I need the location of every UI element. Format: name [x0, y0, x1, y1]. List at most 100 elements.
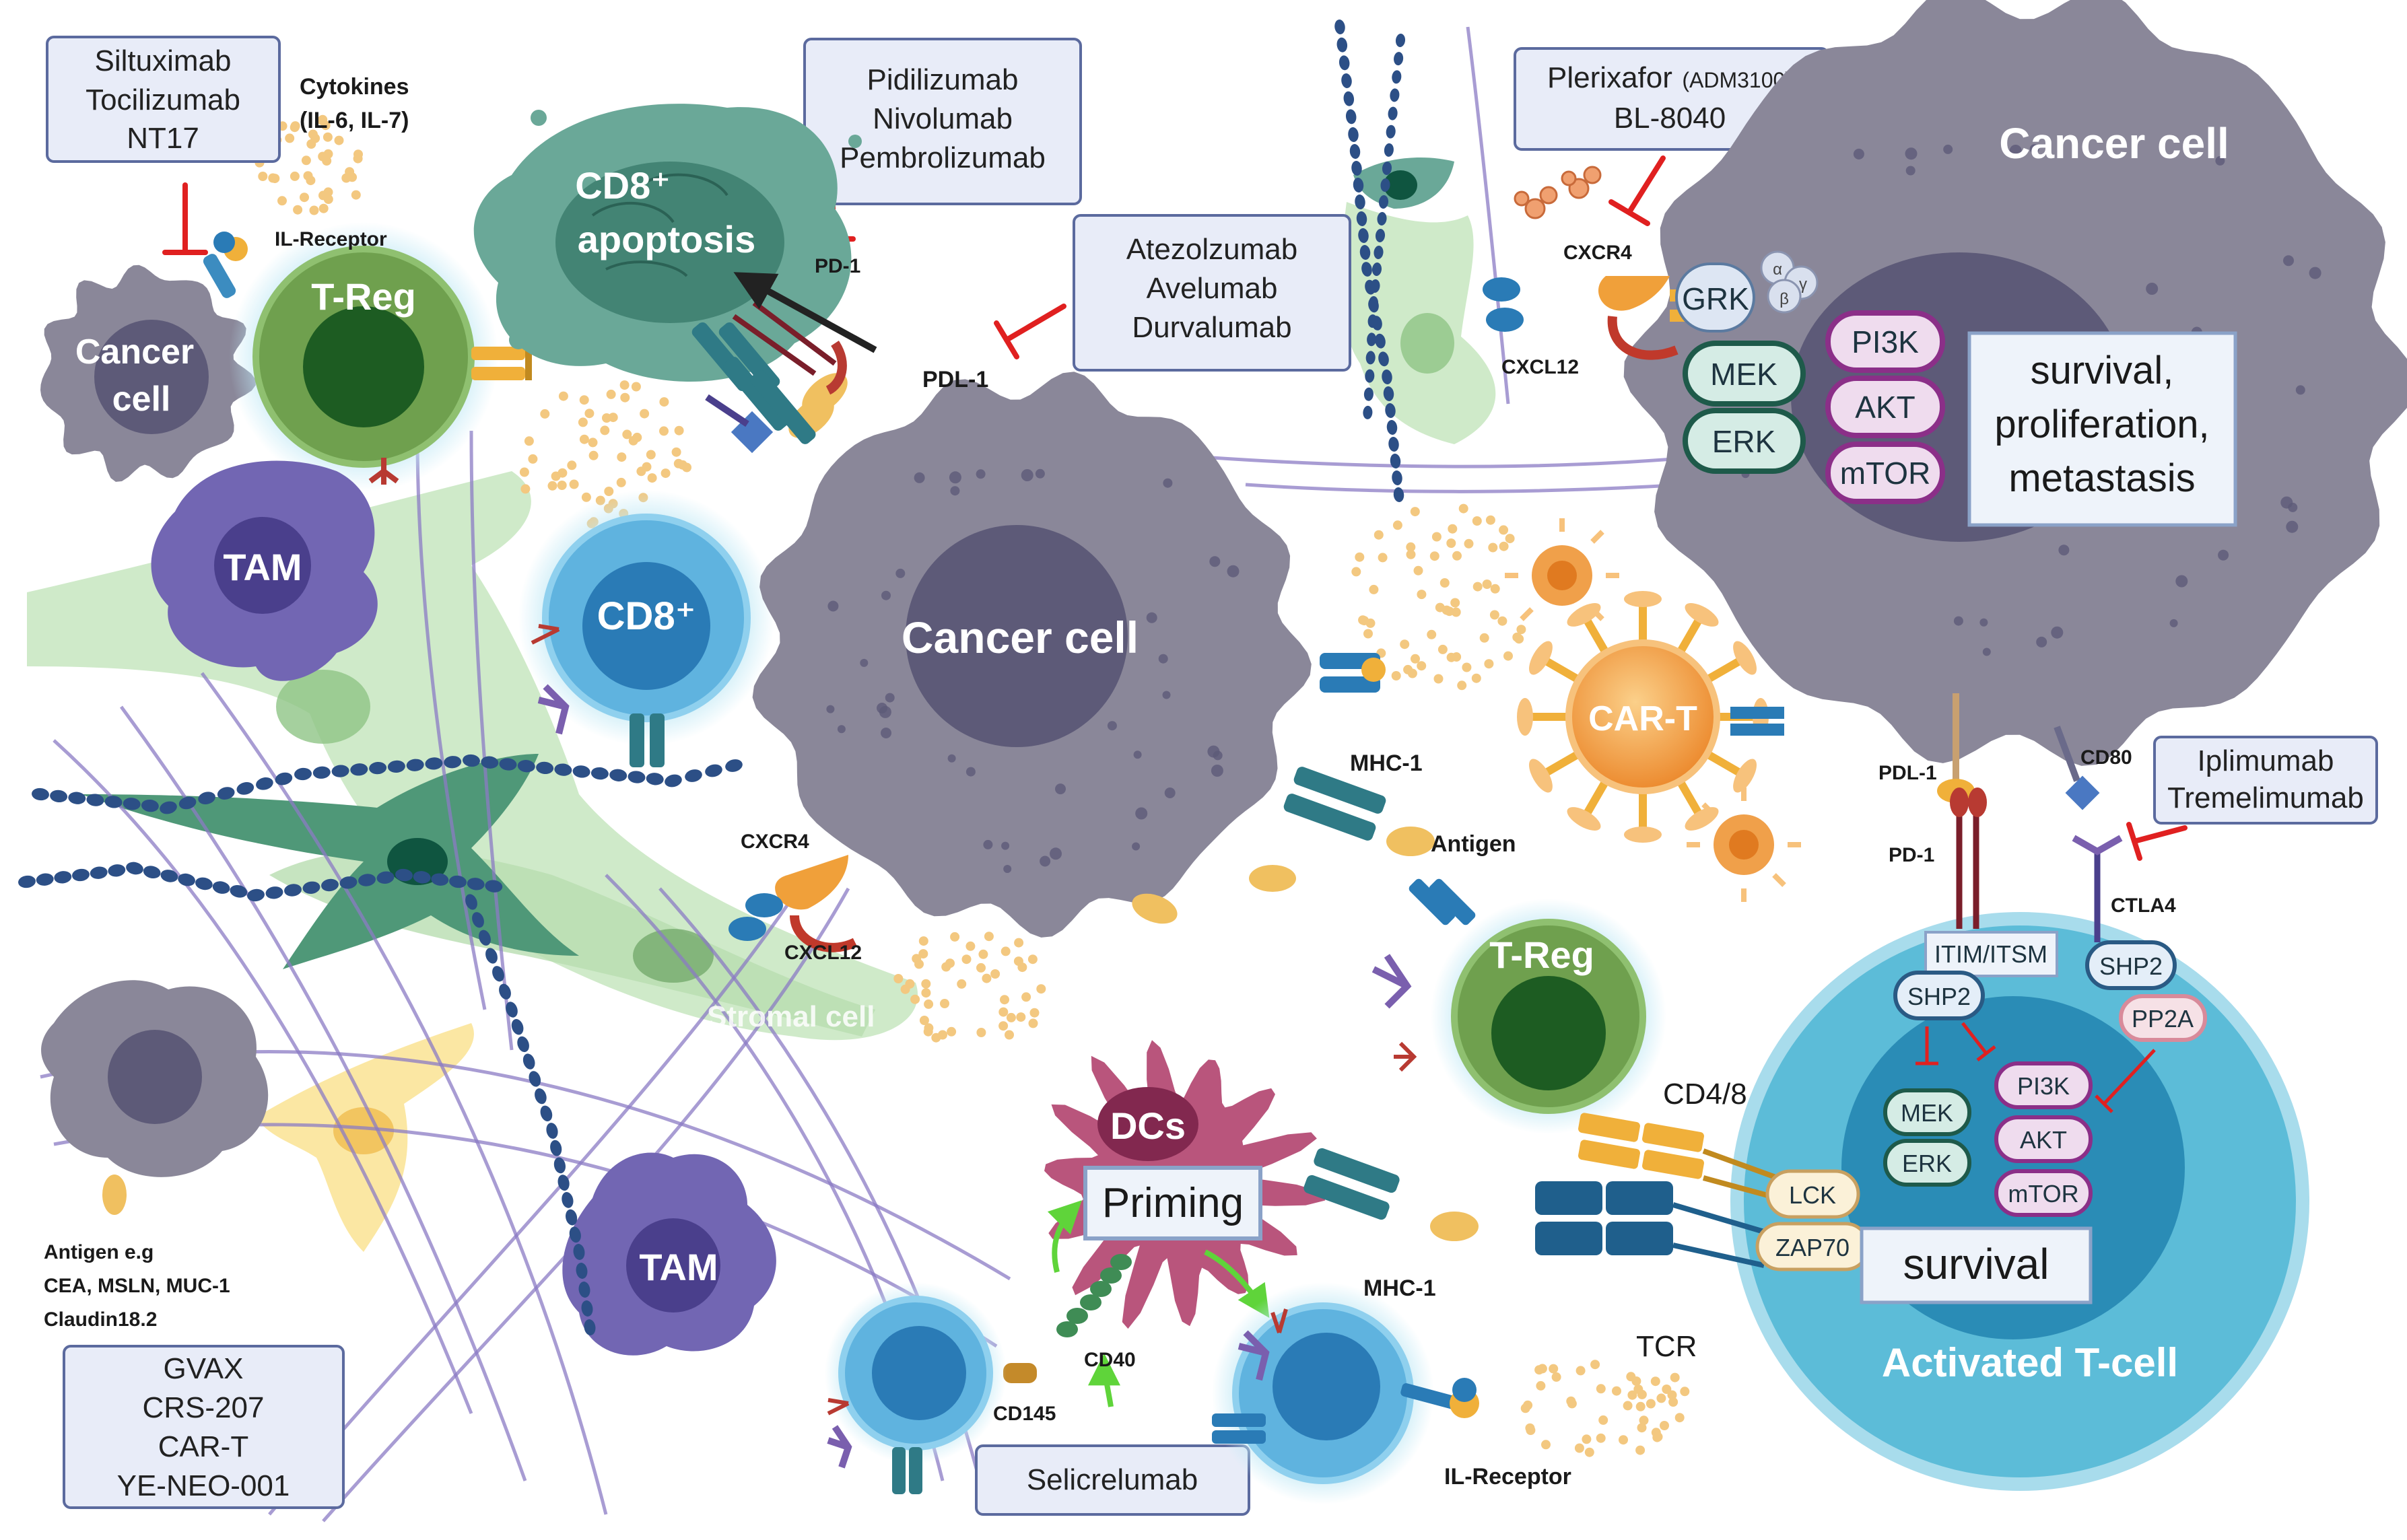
il-receptor-top-label: IL-Receptor — [275, 228, 387, 250]
drug-box-pdl1: Atezolzumab Avelumab Durvalumab — [1073, 214, 1351, 372]
tcr-label: TCR — [1636, 1330, 1697, 1363]
cancer-cell-small-label-2: cell — [112, 380, 171, 419]
erk-tcell-label: ERK — [1902, 1150, 1952, 1177]
outcome-survival-label: survival, — [2031, 349, 2174, 392]
drug-iplimumab: Iplimumab — [2198, 744, 2334, 777]
drug-siltuximab: Siltuximab — [95, 44, 232, 77]
t-reg-mid: T-Reg — [1371, 878, 1666, 1134]
drug-box-pd1: Pidilizumab Nivolumab Pembrolizumab — [803, 38, 1082, 205]
g-beta-label: β — [1779, 290, 1789, 308]
mtor-top-label: mTOR — [1840, 456, 1931, 491]
drug-box-il6: Siltuximab Tocilizumab NT17 — [46, 36, 281, 163]
cxcl12-mid-label: CXCL12 — [784, 942, 862, 964]
drug-pembrolizumab: Pembrolizumab — [840, 141, 1046, 174]
cancer-cell-center-label: Cancer cell — [902, 612, 1139, 662]
cancer-cell-center: Cancer cell — [705, 341, 1435, 952]
drug-box-vaccines: GVAX CRS-207 CAR-T YE-NEO-001 — [63, 1345, 345, 1509]
cd8-cell: CD8⁺ — [518, 490, 774, 767]
cd80-label: CD80 — [2080, 746, 2132, 769]
labels: Cytokines (IL-6, IL-7) IL-Receptor PD-1 … — [44, 74, 2176, 1490]
pd1-top-label: PD-1 — [815, 255, 860, 277]
akt-top-label: AKT — [1855, 390, 1915, 425]
drug-durvalumab: Durvalumab — [1132, 311, 1291, 344]
cancer-cell-topright-label: Cancer cell — [1999, 119, 2229, 168]
pi3k-tcell-label: PI3K — [2017, 1072, 2070, 1100]
zap70-label: ZAP70 — [1775, 1234, 1850, 1261]
bead-chain-strands — [18, 20, 1406, 1335]
cd8-apoptosis-label-1: CD8⁺ — [575, 164, 671, 207]
drug-crs-207: CRS-207 — [143, 1391, 265, 1424]
drug-atezolzumab: Atezolzumab — [1126, 233, 1297, 266]
drug-selicrelumab: Selicrelumab — [1027, 1463, 1198, 1496]
drug-nivolumab: Nivolumab — [873, 102, 1013, 135]
stromal-cell-label: Stromal cell — [707, 1000, 875, 1033]
cxcl12-top-label: CXCL12 — [1501, 356, 1579, 378]
il-receptor-bottom-label: IL-Receptor — [1444, 1464, 1571, 1490]
car-t-cell: CAR-T — [1505, 518, 1801, 902]
cytokines-label: Cytokines — [300, 74, 409, 100]
pi3k-top-label: PI3K — [1852, 324, 1919, 359]
tam-top: TAM — [151, 460, 378, 681]
cxcr4-top-label: CXCR4 — [1563, 242, 1632, 264]
cd48-label: CD4/8 — [1663, 1078, 1747, 1111]
drug-tocilizumab: Tocilizumab — [86, 83, 240, 116]
grk-label: GRK — [1682, 281, 1749, 316]
g-gamma-label: γ — [1799, 275, 1807, 293]
pdl1-right-label: PDL-1 — [1878, 762, 1937, 784]
drug-ye-neo-001: YE-NEO-001 — [117, 1469, 290, 1502]
tam-top-label: TAM — [223, 546, 302, 588]
t-reg-top-label: T-Reg — [311, 275, 416, 318]
pd1-right-label: PD-1 — [1889, 844, 1934, 866]
antigen-eg-label-1: Antigen e.g — [44, 1241, 154, 1263]
drug-pidilizumab: Pidilizumab — [867, 63, 1019, 96]
t-cell-bottom-mid — [1212, 1282, 1479, 1504]
tam-bottom-label: TAM — [639, 1246, 718, 1288]
drug-box-cxcr4: Plerixafor (ADM3100) BL-8040 — [1514, 47, 1829, 151]
mek-tcell-label: MEK — [1901, 1099, 1953, 1127]
inhibit-ctla4-icon — [2126, 822, 2188, 861]
priming-label: Priming — [1102, 1180, 1244, 1226]
t-cell-bottom-left — [825, 1282, 1007, 1494]
cancer-cell-small: Cancer cell — [40, 232, 256, 482]
antigen-eg-label-2: CEA, MSLN, MUC-1 — [44, 1275, 230, 1297]
dendritic-cell: DCs Priming — [1003, 1040, 1479, 1407]
inhibit-il6-icon — [162, 182, 208, 255]
mhc1-bottom-label: MHC-1 — [1363, 1275, 1436, 1301]
lck-label: LCK — [1789, 1181, 1836, 1209]
cxcr4-mid-label: CXCR4 — [741, 831, 809, 853]
drug-nt17: NT17 — [127, 122, 199, 155]
car-t-label: CAR-T — [1588, 699, 1697, 738]
g-alpha-label: α — [1773, 260, 1782, 279]
antigen-eg-label-3: Claudin18.2 — [44, 1308, 157, 1331]
t-reg-mid-label: T-Reg — [1489, 934, 1594, 976]
drug-avelumab: Avelumab — [1147, 272, 1278, 305]
shp2-right-label: SHP2 — [2099, 952, 2163, 980]
drug-box-cd40: Selicrelumab — [975, 1444, 1250, 1516]
cancer-cell-small-label-1: Cancer — [75, 332, 194, 372]
pdl1-top-label: PDL-1 — [922, 367, 988, 392]
cd40-label: CD40 — [1084, 1349, 1136, 1371]
shp2-left-label: SHP2 — [1907, 983, 1971, 1010]
activated-t-cell-label: Activated T-cell — [1882, 1340, 2178, 1385]
drug-car-t: CAR-T — [158, 1430, 248, 1463]
drug-gvax: GVAX — [163, 1352, 243, 1385]
cd145-label: CD145 — [993, 1403, 1056, 1425]
inhibit-pdl1-icon — [994, 304, 1066, 359]
outcome-proliferation-label: proliferation, — [1994, 403, 2209, 446]
cd8-apoptosis-cell: CD8⁺ apoptosis — [473, 104, 877, 392]
erk-top-label: ERK — [1712, 424, 1776, 459]
dcs-label: DCs — [1110, 1105, 1186, 1147]
antigen-label: Antigen — [1431, 831, 1516, 857]
mhc1-mid-label: MHC-1 — [1350, 750, 1423, 776]
mek-top-label: MEK — [1710, 357, 1777, 392]
itim-itsm-label: ITIM/ITSM — [1934, 940, 2047, 968]
mtor-tcell-label: mTOR — [2008, 1180, 2078, 1208]
cd8-apoptosis-label-2: apoptosis — [578, 218, 755, 260]
signaling-top: GRK α γ β MEK ERK PI3K AKT mTOR survival… — [1675, 250, 2237, 527]
drug-box-ctla4: Iplimumab Tremelimumab — [2153, 736, 2378, 825]
pp2a-label: PP2A — [2132, 1005, 2194, 1032]
inhibit-cxcr4-icon — [1608, 155, 1666, 226]
drug-tremelimumab: Tremelimumab — [2167, 781, 2364, 814]
t-reg-top: T-Reg — [229, 222, 532, 491]
